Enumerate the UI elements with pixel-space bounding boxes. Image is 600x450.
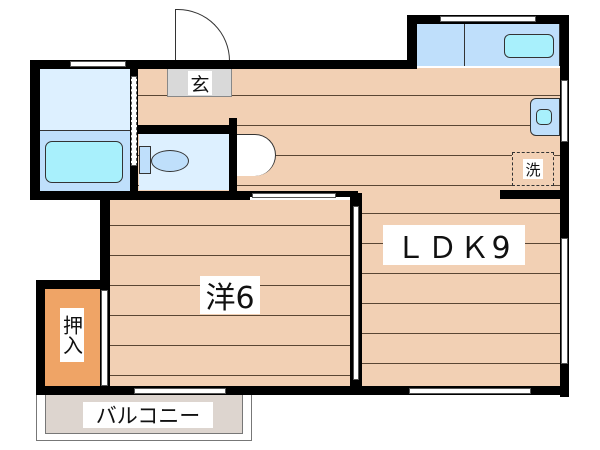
sink-icon: [504, 34, 554, 58]
wall: [137, 125, 237, 134]
bathtub-icon: [45, 141, 123, 183]
wall: [30, 60, 40, 200]
entrance-label: 玄: [188, 71, 212, 96]
toilet-door: [236, 134, 276, 176]
wall: [30, 60, 410, 69]
wall: [407, 15, 417, 69]
window: [561, 80, 568, 142]
window: [134, 388, 226, 394]
wall: [36, 386, 569, 395]
closet-label: 押入: [60, 308, 84, 362]
balcony-label: バルコニー: [83, 402, 213, 428]
washbasin-icon: [530, 98, 560, 136]
wall: [560, 15, 569, 397]
ldk-room: [362, 190, 560, 388]
laundry-label: 洗: [523, 159, 543, 179]
window: [440, 16, 536, 22]
wall: [36, 280, 45, 395]
wall: [30, 191, 250, 200]
window: [252, 193, 336, 198]
western-room-label: 洋6: [200, 276, 260, 316]
ldk-label: ＬＤＫ9: [383, 225, 525, 266]
entrance-door: [175, 9, 230, 61]
bathroom: [40, 130, 130, 192]
toilet-room: [139, 134, 229, 190]
kitchen-counter: [416, 24, 560, 66]
washroom: [40, 68, 130, 130]
window: [561, 238, 568, 364]
closet-door: [101, 290, 108, 386]
closet: 押入: [44, 288, 100, 388]
wall: [36, 280, 108, 289]
sliding-door: [353, 206, 359, 380]
bath-door: [131, 76, 137, 166]
balcony: バルコニー: [36, 393, 252, 441]
entrance: 玄: [167, 68, 232, 97]
window: [70, 61, 126, 67]
wall: [229, 118, 237, 198]
washer-space: 洗: [512, 152, 554, 186]
wall: [500, 190, 562, 199]
window: [409, 388, 531, 394]
toilet-icon: [151, 150, 189, 172]
